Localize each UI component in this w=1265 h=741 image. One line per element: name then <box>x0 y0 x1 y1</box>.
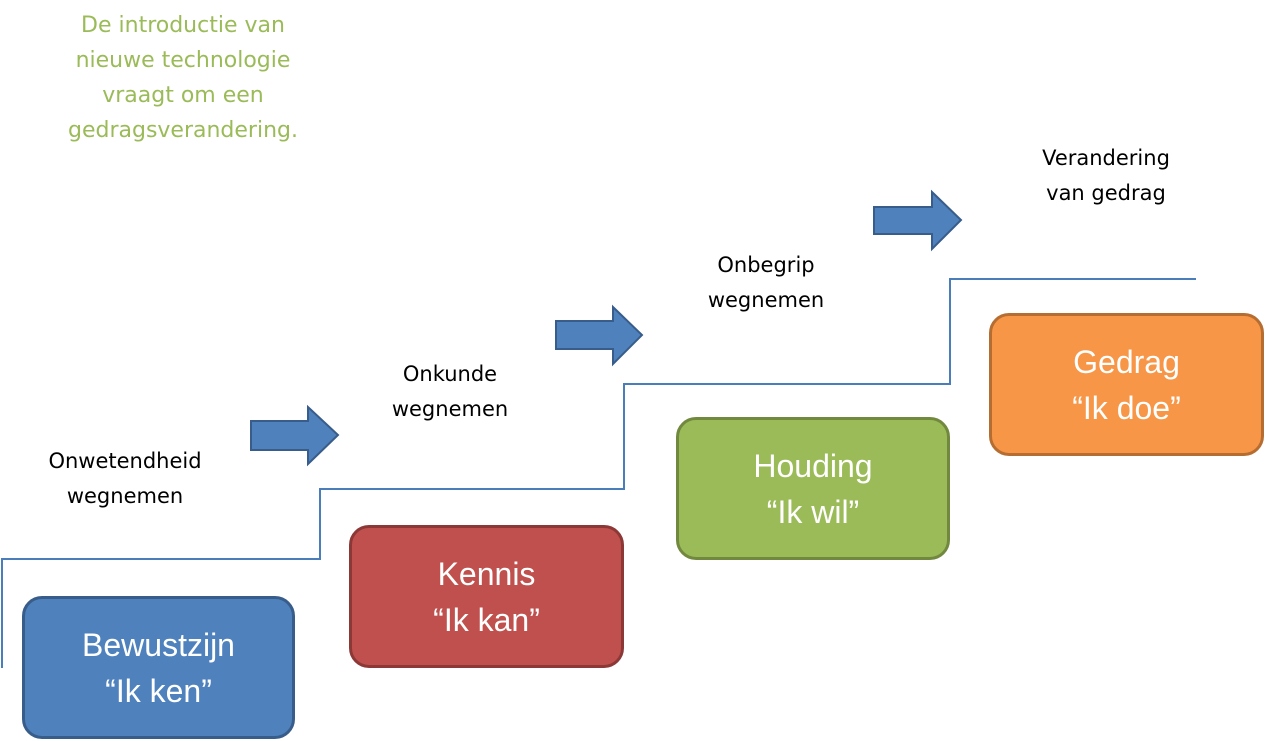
step-box-houding: Houding “Ik wil” <box>676 417 950 560</box>
step-box-gedrag: Gedrag “Ik doe” <box>989 313 1264 456</box>
intro-line: gedragsverandering. <box>67 118 298 143</box>
caption-line: wegnemen <box>391 397 509 421</box>
caption-line: Verandering <box>1042 146 1170 170</box>
step-box-kennis: Kennis “Ik kan” <box>349 525 624 668</box>
action-caption: Verandering van gedrag <box>1006 141 1206 211</box>
caption-line: Onkunde <box>402 362 498 386</box>
arrow-icon <box>555 304 644 367</box>
step-quote: “Ik doe” <box>1072 389 1181 426</box>
arrow-icon <box>873 189 963 252</box>
step-box-bewustzijn: Bewustzijn “Ik ken” <box>22 596 295 739</box>
intro-line: nieuwe technologie <box>75 48 291 73</box>
action-caption: Onkunde wegnemen <box>350 357 550 427</box>
caption-line: van gedrag <box>1046 181 1166 205</box>
step-quote: “Ik kan” <box>433 601 540 638</box>
caption-line: Onbegrip <box>717 253 815 277</box>
arrow-icon <box>250 404 340 467</box>
step-quote: “Ik ken” <box>105 672 212 709</box>
step-quote: “Ik wil” <box>766 493 860 530</box>
step-title: Kennis <box>437 555 536 592</box>
caption-line: wegnemen <box>707 288 825 312</box>
step-title: Houding <box>753 447 873 484</box>
step-title: Gedrag <box>1073 343 1180 380</box>
action-caption: Onwetendheid wegnemen <box>20 444 230 514</box>
staircase-line <box>1 278 1196 668</box>
caption-line: Onwetendheid <box>48 449 202 473</box>
intro-line: vraagt om een <box>102 83 264 108</box>
action-caption: Onbegrip wegnemen <box>666 248 866 318</box>
caption-line: wegnemen <box>66 484 184 508</box>
step-title: Bewustzijn <box>82 626 235 663</box>
intro-text: De introductie van nieuwe technologie vr… <box>48 8 318 148</box>
intro-line: De introductie van <box>81 13 285 38</box>
